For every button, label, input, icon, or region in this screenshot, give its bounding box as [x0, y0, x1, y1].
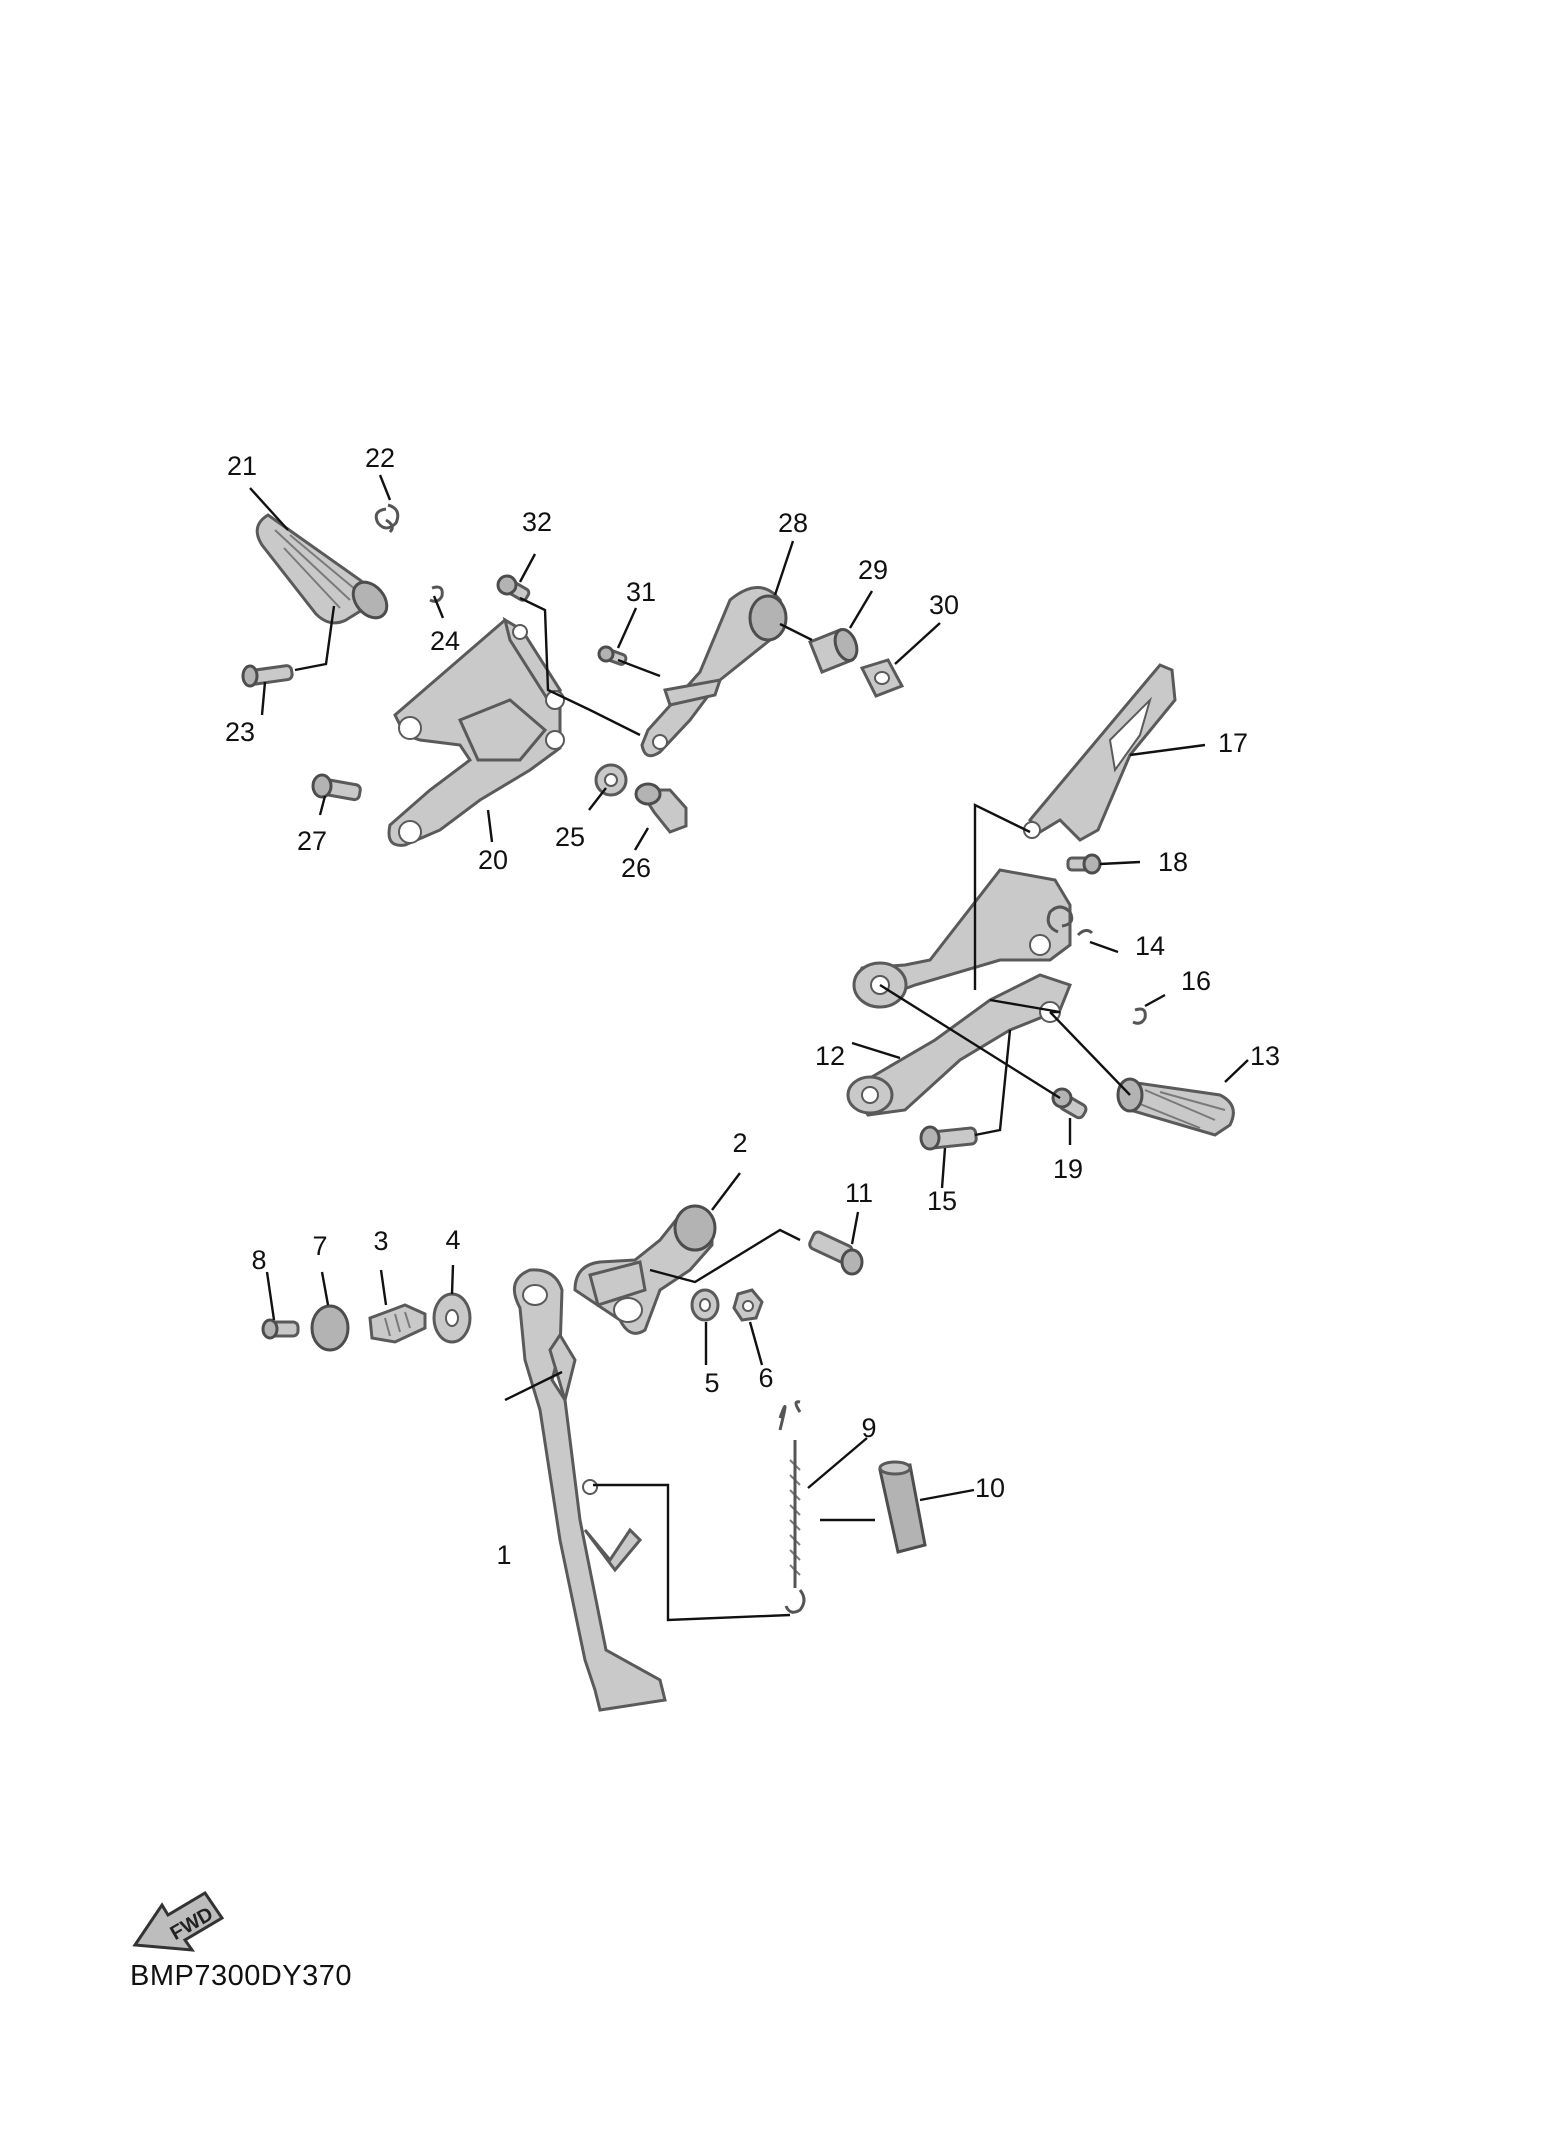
callout-28: 28 — [778, 508, 808, 538]
part-19-bolt — [1051, 1087, 1088, 1120]
part-28-lever — [640, 586, 788, 758]
part-20-bracket — [387, 616, 565, 847]
callout-13: 13 — [1250, 1041, 1280, 1071]
callout-5: 5 — [704, 1368, 719, 1398]
part-16-clip — [1132, 1007, 1147, 1025]
callout-10: 10 — [975, 1473, 1005, 1503]
callout-29: 29 — [858, 555, 888, 585]
callout-25: 25 — [555, 822, 585, 852]
callout-12: 12 — [815, 1041, 845, 1071]
callout-24: 24 — [430, 626, 460, 656]
part-17-heel-guard — [1023, 663, 1177, 842]
callout-26: 26 — [621, 853, 651, 883]
callout-20: 20 — [478, 845, 508, 875]
callout-17: 17 — [1218, 728, 1248, 758]
callout-15: 15 — [927, 1186, 957, 1216]
part-11-bolt — [808, 1230, 864, 1276]
callout-19: 19 — [1053, 1154, 1083, 1184]
callouts: 1 2 3 4 5 6 7 8 9 10 11 12 13 14 15 16 1… — [225, 443, 1280, 1570]
callout-8: 8 — [251, 1245, 266, 1275]
callout-4: 4 — [445, 1225, 460, 1255]
leader-lines — [249, 474, 1249, 1502]
part-6-nut — [732, 1288, 764, 1322]
part-27-bolt — [311, 773, 362, 802]
part-18-bolt — [1066, 853, 1102, 875]
part-8-bolt — [261, 1318, 300, 1340]
part-15-bolt — [919, 1125, 978, 1151]
part-22-spring — [374, 503, 400, 534]
callout-6: 6 — [758, 1363, 773, 1393]
callout-21: 21 — [227, 451, 257, 481]
part-21-footrest — [255, 513, 389, 625]
callout-11: 11 — [845, 1178, 873, 1208]
callout-3: 3 — [373, 1226, 388, 1256]
part-29-bush — [808, 628, 859, 674]
part-24-clip — [429, 585, 444, 603]
callout-32: 32 — [522, 507, 552, 537]
part-14-spring — [1046, 905, 1094, 937]
part-23-pin — [241, 664, 294, 688]
fwd-arrow-icon: FWD — [132, 1890, 225, 1952]
callout-1: 1 — [496, 1540, 511, 1570]
part-7-washer — [310, 1304, 350, 1352]
callout-7: 7 — [312, 1231, 327, 1261]
part-26-shaft — [634, 782, 688, 834]
callout-23: 23 — [225, 717, 255, 747]
callout-30: 30 — [929, 590, 959, 620]
part-32-bolt — [496, 574, 531, 602]
right-footrest-group — [846, 663, 1235, 1151]
sidestand-group — [261, 1204, 927, 1712]
part-3-bolt — [368, 1303, 427, 1344]
callout-14: 14 — [1135, 931, 1165, 961]
part-9-spring — [778, 1400, 806, 1614]
part-30-nut — [859, 658, 905, 698]
part-12-bracket — [846, 868, 1072, 1117]
callout-18: 18 — [1158, 847, 1188, 877]
callout-31: 31 — [626, 577, 656, 607]
part-13-footrest — [1116, 1077, 1235, 1137]
callout-27: 27 — [297, 826, 327, 856]
part-2-bracket — [573, 1204, 717, 1335]
callout-2: 2 — [732, 1128, 747, 1158]
left-footrest-group — [241, 503, 905, 847]
callout-9: 9 — [861, 1413, 876, 1443]
diagram-code: BMP7300DY370 — [130, 1960, 353, 1992]
part-10-sleeve — [878, 1460, 927, 1554]
callout-22: 22 — [365, 443, 395, 473]
callout-16: 16 — [1181, 966, 1211, 996]
part-31-bolt — [597, 645, 628, 666]
part-1-sidestand — [512, 1268, 667, 1712]
